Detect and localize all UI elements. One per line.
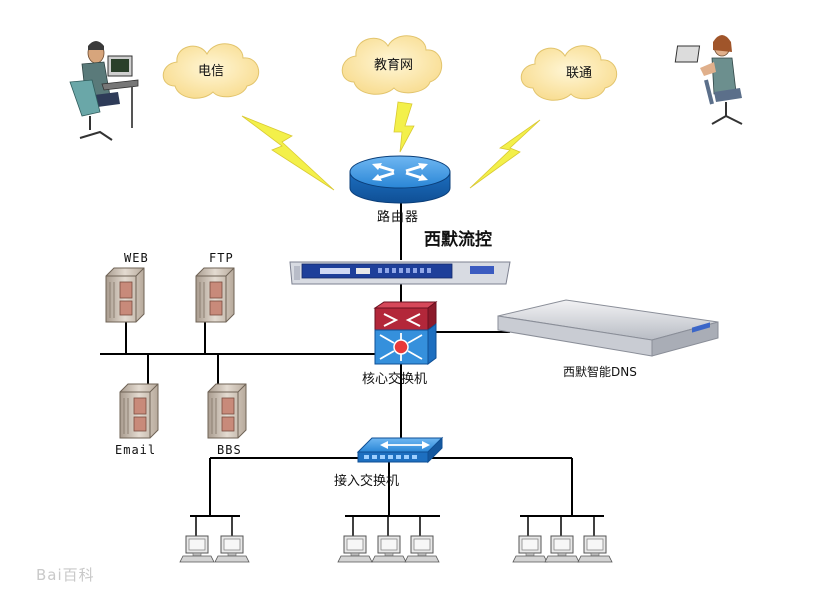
cloud-edu-net bbox=[341, 35, 443, 95]
server-label-web: WEB bbox=[124, 251, 149, 265]
pc-icon bbox=[544, 535, 580, 563]
connection-lines bbox=[100, 198, 604, 517]
server-ftp-icon bbox=[195, 267, 235, 323]
smart-dns-appliance-icon bbox=[497, 299, 719, 357]
smart-dns-label: 西默智能DNS bbox=[563, 365, 637, 379]
watermark: Bai百科 bbox=[36, 566, 95, 584]
router-icon bbox=[349, 155, 451, 204]
pc-icon bbox=[214, 535, 250, 563]
access-switch-icon bbox=[356, 436, 444, 464]
server-web-icon bbox=[105, 267, 145, 323]
router-label: 路由器 bbox=[377, 210, 420, 225]
server-bbs-icon bbox=[207, 383, 247, 439]
cloud-unicom bbox=[520, 45, 617, 101]
core-switch-icon bbox=[373, 301, 438, 365]
cloud-label-edu-net: 教育网 bbox=[374, 58, 414, 73]
pc-icon bbox=[577, 535, 613, 563]
server-label-bbs: BBS bbox=[217, 443, 242, 457]
server-label-email: Email bbox=[115, 443, 157, 457]
pc-icon bbox=[337, 535, 373, 563]
core-switch-label: 核心交换机 bbox=[362, 372, 428, 387]
server-email-icon bbox=[119, 383, 159, 439]
cloud-label-unicom: 联通 bbox=[566, 66, 593, 81]
flow-control-label: 西默流控 bbox=[424, 230, 492, 250]
pc-icon bbox=[512, 535, 548, 563]
user-at-desktop-icon bbox=[69, 41, 139, 141]
pc-icon bbox=[371, 535, 407, 563]
lightning-bolt-icon bbox=[241, 101, 541, 191]
flow-control-appliance-icon bbox=[289, 261, 511, 285]
workstation-group-middle bbox=[337, 535, 440, 563]
user-with-laptop-icon bbox=[674, 35, 743, 125]
pc-icon bbox=[404, 535, 440, 563]
cloud-telecom bbox=[162, 43, 259, 99]
cloud-label-telecom: 电信 bbox=[198, 64, 225, 79]
pc-icon bbox=[179, 535, 215, 563]
workstation-group-left bbox=[179, 535, 250, 563]
workstation-group-right bbox=[512, 535, 613, 563]
server-label-ftp: FTP bbox=[209, 251, 234, 265]
access-switch-label: 接入交换机 bbox=[334, 474, 400, 489]
